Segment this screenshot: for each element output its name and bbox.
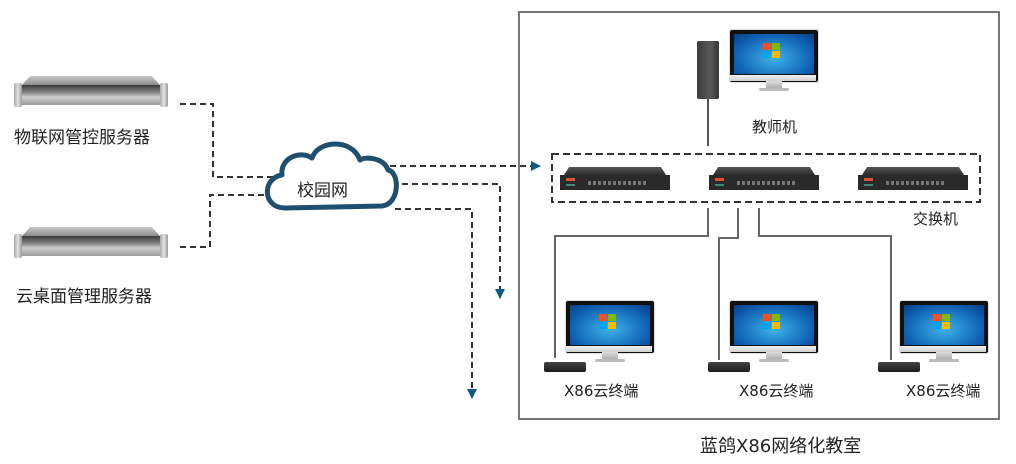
windows-logo-icon (763, 43, 781, 59)
link-vdi-server (180, 194, 270, 248)
terminal-label-3: X86云终端 (906, 382, 981, 400)
terminal-label-2: X86云终端 (739, 382, 814, 400)
network-switch-icon (709, 167, 819, 191)
iot-server-label: 物联网管控服务器 (14, 128, 150, 148)
link-iot-server (180, 103, 275, 178)
windows-logo-icon (599, 314, 617, 330)
teacher-pc-label: 教师机 (752, 118, 798, 136)
pc-tower-icon (697, 41, 719, 99)
rack-server-icon (14, 76, 168, 107)
classroom-boundary (518, 11, 1000, 420)
thin-client-box-icon (708, 362, 750, 372)
windows-logo-icon (763, 314, 781, 330)
link-switch-to-terminal-2 (718, 208, 739, 360)
switch-group-box (551, 153, 981, 203)
network-switch-icon (560, 167, 670, 191)
rack-server-icon (14, 227, 168, 258)
link-campus-down-2 (395, 208, 477, 399)
terminal-label-1: X86云终端 (564, 382, 639, 400)
windows-logo-icon (933, 314, 951, 330)
switch-label: 交换机 (913, 210, 959, 228)
link-campus-down-1 (392, 183, 505, 299)
vdi-server-label: 云桌面管理服务器 (16, 287, 152, 307)
thin-client-monitor-icon (729, 300, 819, 366)
link-switch-to-terminal-1 (554, 208, 709, 358)
thin-client-monitor-icon (565, 300, 655, 366)
cloud-icon (264, 141, 399, 211)
campus-network-label: 校园网 (297, 181, 348, 201)
link-switch-to-terminal-3 (758, 208, 892, 360)
network-switch-icon (858, 167, 968, 191)
diagram-title: 蓝鸽X86网络化教室 (700, 436, 862, 457)
thin-client-monitor-icon (899, 300, 989, 366)
thin-client-box-icon (878, 362, 920, 372)
thin-client-box-icon (544, 362, 586, 372)
desktop-pc-icon (729, 29, 819, 95)
